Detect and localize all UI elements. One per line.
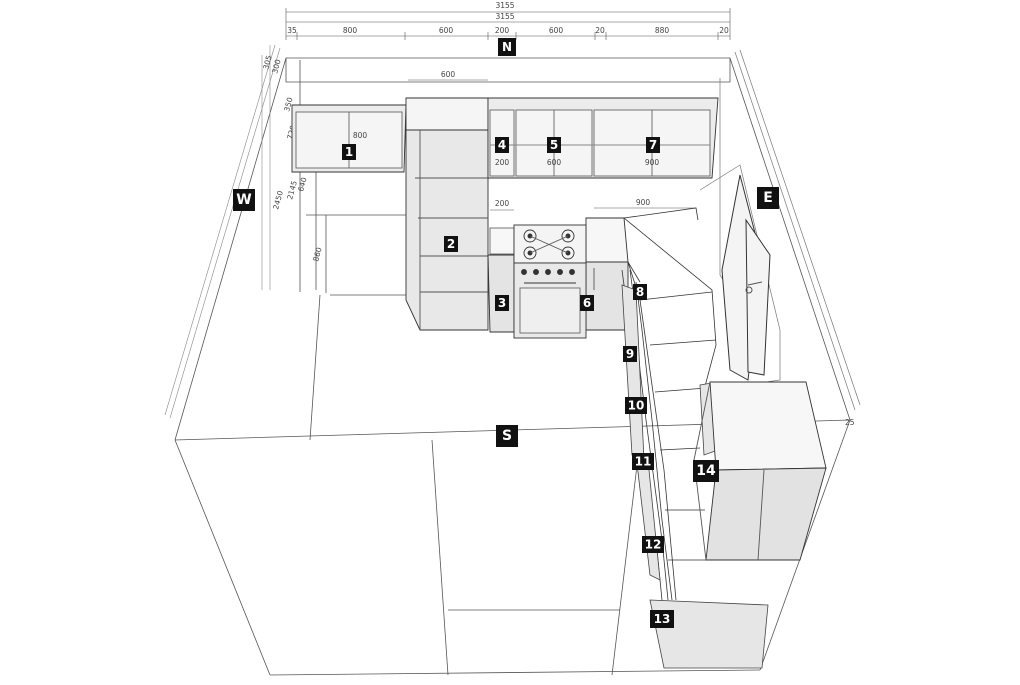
upper-cabinet-1 xyxy=(291,104,407,173)
svg-text:1: 1 xyxy=(345,145,353,159)
dim-left-7: 860 xyxy=(311,246,323,262)
dim-left-2: 300 xyxy=(270,58,282,74)
svg-text:10: 10 xyxy=(628,399,645,413)
upper-cabinets-north xyxy=(487,97,719,179)
svg-text:5: 5 xyxy=(550,138,558,152)
module-label-4: 4 xyxy=(495,137,509,153)
module-label-11: 11 xyxy=(632,453,654,470)
dim-seg-2: 800 xyxy=(343,26,358,35)
svg-text:4: 4 xyxy=(498,138,506,152)
svg-text:W: W xyxy=(236,192,251,208)
dim-left-4: 2450 xyxy=(271,190,285,211)
dim-left-1: 305 xyxy=(261,54,273,70)
dim-niche-width: 200 xyxy=(495,199,510,208)
svg-text:E: E xyxy=(763,190,773,206)
svg-text:N: N xyxy=(502,40,512,54)
module-label-14: 14 xyxy=(693,460,719,482)
module-label-12: 12 xyxy=(642,536,664,553)
dim-tall-width: 600 xyxy=(441,70,456,79)
dim-cab1-width: 800 xyxy=(353,131,368,140)
tall-cabinet-14 xyxy=(693,381,827,561)
window xyxy=(721,174,771,381)
west-wall xyxy=(164,44,281,419)
base-cabinets-north xyxy=(487,217,629,333)
dim-seg-5: 600 xyxy=(549,26,564,35)
module-label-1: 1 xyxy=(342,144,356,160)
svg-text:11: 11 xyxy=(635,455,652,469)
dim-seg-7: 880 xyxy=(655,26,670,35)
dim-seg-6: 20 xyxy=(595,26,605,35)
module-label-8: 8 xyxy=(633,284,647,300)
top-dimensions xyxy=(285,8,731,40)
dim-cab5-width: 600 xyxy=(547,158,562,167)
compass-south: S xyxy=(496,425,518,447)
module-label-10: 10 xyxy=(625,397,647,414)
svg-text:2: 2 xyxy=(447,237,455,251)
tall-cabinet-2 xyxy=(405,97,489,331)
dim-seg-8: 20 xyxy=(719,26,729,35)
module-label-9: 9 xyxy=(623,346,637,362)
dim-seg-3: 600 xyxy=(439,26,454,35)
dim-cab7-width: 900 xyxy=(645,158,660,167)
svg-text:7: 7 xyxy=(649,138,657,152)
module-label-7: 7 xyxy=(646,137,660,153)
svg-text:9: 9 xyxy=(626,347,634,361)
svg-text:S: S xyxy=(502,428,512,444)
left-dimensions: 305 300 350 2450 2145 640 860 720 xyxy=(261,54,323,262)
module-label-2: 2 xyxy=(444,236,458,252)
dim-overall-2: 3155 xyxy=(495,12,514,21)
module-label-5: 5 xyxy=(547,137,561,153)
dim-cab4-width: 200 xyxy=(495,158,510,167)
dim-right-1: 25 xyxy=(845,418,855,427)
svg-text:3: 3 xyxy=(498,296,506,310)
dim-counter-width: 900 xyxy=(636,198,651,207)
svg-text:12: 12 xyxy=(645,538,662,552)
svg-text:6: 6 xyxy=(583,296,591,310)
room-shell xyxy=(174,57,851,676)
compass-north: N xyxy=(498,38,516,56)
compass-west: W xyxy=(233,189,255,211)
dim-seg-4: 200 xyxy=(495,26,510,35)
compass-east: E xyxy=(757,187,779,209)
east-wall xyxy=(699,49,861,411)
svg-text:8: 8 xyxy=(636,285,644,299)
svg-text:14: 14 xyxy=(696,463,716,479)
dim-left-6: 640 xyxy=(296,176,308,192)
dim-overall-1: 3155 xyxy=(495,1,514,10)
svg-text:13: 13 xyxy=(654,612,671,626)
module-label-13: 13 xyxy=(650,610,674,628)
dim-seg-1: 35 xyxy=(287,26,297,35)
stove-oven xyxy=(513,224,587,339)
module-label-3: 3 xyxy=(495,295,509,311)
module-label-6: 6 xyxy=(580,295,594,311)
